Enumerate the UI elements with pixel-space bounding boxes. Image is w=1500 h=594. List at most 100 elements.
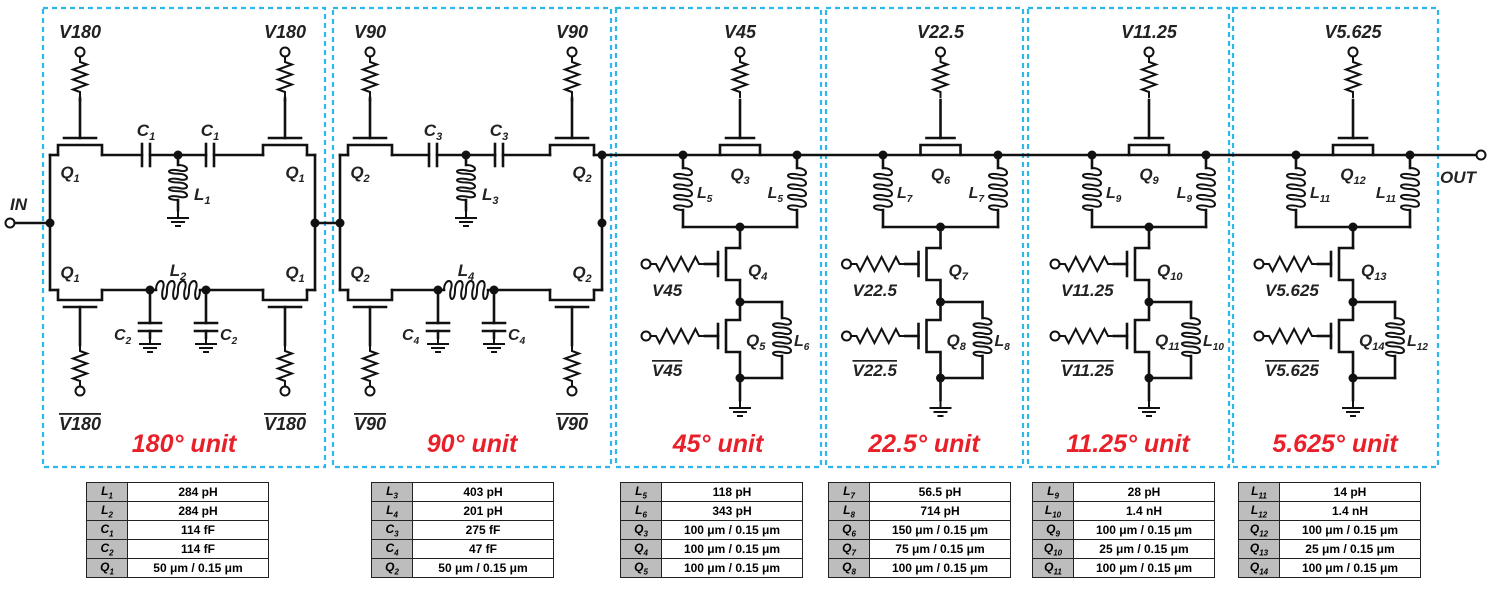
param-value: 100 μm / 0.15 μm	[1279, 520, 1421, 540]
inductor-label: L4	[458, 261, 475, 283]
gate-resistor	[1263, 326, 1318, 346]
inductor-label: L10	[1203, 333, 1224, 353]
junction-dot	[335, 218, 345, 228]
ground	[139, 336, 161, 353]
gate-resistor	[360, 56, 380, 98]
fet-label: Q1	[285, 163, 304, 185]
parallel-inductor	[972, 317, 993, 357]
ground	[427, 336, 449, 353]
control-terminal	[74, 46, 86, 58]
output-label: OUT	[1440, 168, 1478, 187]
fet-label: Q9	[1139, 165, 1159, 187]
unit-box-6	[1231, 6, 1440, 469]
bottom-fet	[1337, 300, 1355, 380]
param-value: 150 μm / 0.15 μm	[869, 520, 1011, 540]
inductor-label: L3	[482, 185, 499, 207]
param-value: 275 fF	[412, 520, 554, 540]
top-fet	[1331, 143, 1375, 157]
fet-label: Q2	[350, 163, 369, 185]
param-value: 28 pH	[1073, 482, 1215, 502]
control-terminal	[279, 46, 291, 58]
mid-fet	[925, 246, 942, 304]
param-name: C4	[371, 539, 413, 559]
ground	[1138, 400, 1160, 417]
param-value: 343 pH	[661, 501, 803, 521]
fet-label: Q1	[60, 163, 79, 185]
bottom-fet	[724, 300, 742, 380]
unit-box-5	[1026, 6, 1231, 469]
output-terminal	[1475, 149, 1487, 161]
param-value: 714 pH	[869, 501, 1011, 521]
unit-box-4	[824, 6, 1025, 469]
bottom-left-fet	[346, 288, 394, 302]
param-name: L7	[828, 482, 870, 502]
fet-label: Q4	[748, 261, 767, 283]
cap-label: C1	[201, 121, 219, 143]
mid-fet	[1133, 246, 1151, 304]
inductor-label: L5	[697, 185, 713, 205]
param-value: 100 μm / 0.15 μm	[1279, 558, 1421, 578]
bottom-right-fet	[548, 288, 596, 302]
param-value: 284 pH	[127, 501, 269, 521]
control-terminal	[566, 46, 578, 58]
top-right-fet	[548, 143, 596, 157]
side-inductor-right	[988, 167, 1008, 211]
cap-label: C1	[137, 121, 155, 143]
top-fet	[718, 143, 762, 157]
control-terminal	[935, 46, 946, 58]
top-left-fet	[56, 143, 104, 157]
ground	[455, 210, 477, 227]
param-name: Q3	[620, 520, 662, 540]
inductor-label: L11	[1376, 185, 1397, 205]
control-terminal	[1049, 258, 1061, 270]
control-terminal	[640, 330, 652, 342]
control-label-mid: V45	[652, 281, 683, 300]
unit-title-6: 5.625° unit	[1272, 430, 1399, 458]
param-value: 14 pH	[1279, 482, 1421, 502]
control-label-mid: V11.25	[1061, 281, 1114, 300]
unit-box-3	[614, 6, 823, 469]
top-fet	[1127, 143, 1171, 157]
fet-label: Q2	[572, 163, 591, 185]
side-inductor-right	[1400, 167, 1420, 211]
side-inductor-left	[673, 167, 693, 211]
param-name: L12	[1238, 501, 1280, 521]
param-value: 25 μm / 0.15 μm	[1279, 539, 1421, 559]
cap-label: C4	[402, 327, 420, 347]
unit-title-5: 11.25° unit	[1066, 430, 1191, 458]
control-bar-label: V45	[652, 361, 683, 380]
gate-resistor	[1263, 254, 1318, 274]
cap-label: C3	[424, 121, 442, 143]
param-name: Q6	[828, 520, 870, 540]
gate-resistor	[850, 254, 906, 274]
top-fet	[919, 143, 962, 157]
shunt-inductor	[168, 164, 188, 201]
control-bar-label-left: V90	[354, 414, 386, 434]
param-name: Q7	[828, 539, 870, 559]
series-inductor	[443, 280, 489, 300]
param-value: 114 fF	[127, 539, 269, 559]
control-terminal	[279, 385, 291, 397]
control-terminal	[364, 46, 376, 58]
shunt-inductor	[456, 164, 476, 201]
param-value: 47 fF	[412, 539, 554, 559]
bottom-fet	[1133, 300, 1151, 380]
control-label-right: V180	[264, 22, 306, 42]
fet-label: Q10	[1157, 261, 1183, 283]
side-inductor-right	[787, 167, 807, 211]
param-value: 56.5 pH	[869, 482, 1011, 502]
mid-fet	[1337, 246, 1355, 304]
mid-fet	[724, 246, 742, 304]
inductor-label: L11	[1310, 185, 1331, 205]
param-name: L10	[1032, 501, 1074, 521]
